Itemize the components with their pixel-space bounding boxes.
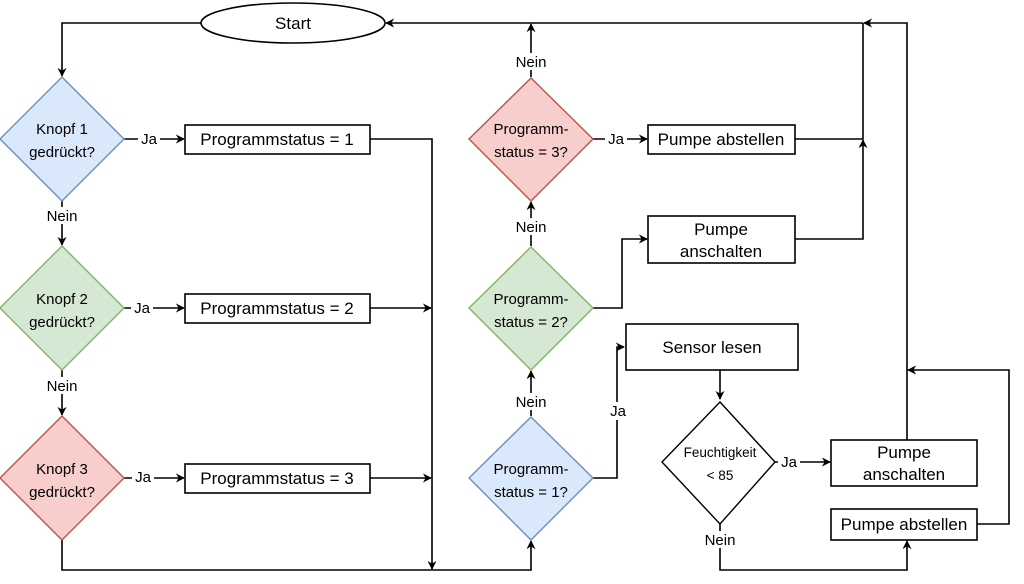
edge-pump-off-bottom-return bbox=[907, 365, 1010, 525]
set-status-1-box[interactable]: Programmstatus = 1 bbox=[184, 124, 371, 155]
sensor-read-label: Sensor lesen bbox=[662, 338, 761, 357]
knopf3-line1: Knopf 3 bbox=[36, 461, 88, 478]
set-status-1-label: Programmstatus = 1 bbox=[200, 130, 354, 149]
check1-line2: status = 1? bbox=[494, 484, 568, 501]
edge-pump-on-mid-return bbox=[795, 139, 868, 240]
check3-line1: Programm- bbox=[493, 121, 568, 138]
set-status-2-label: Programmstatus = 2 bbox=[200, 299, 354, 318]
check3-no-label: Nein bbox=[516, 54, 547, 71]
check2-line2: status = 2? bbox=[494, 314, 568, 331]
pump-on-bottom-line1: Pumpe bbox=[877, 443, 931, 462]
pump-off-top-label: Pumpe abstellen bbox=[658, 130, 785, 149]
pump-off-top-box[interactable]: Pumpe abstellen bbox=[647, 124, 796, 155]
check1-line1: Programm- bbox=[493, 461, 568, 478]
knopf2-line2: gedrückt? bbox=[29, 314, 95, 331]
pump-on-mid-line1: Pumpe bbox=[694, 220, 748, 239]
pump-on-bottom-line2: anschalten bbox=[863, 465, 945, 484]
check-status-1-decision[interactable]: Programm- status = 1? bbox=[468, 416, 594, 541]
set-status-2-box[interactable]: Programmstatus = 2 bbox=[184, 293, 371, 324]
check1-no-label: Nein bbox=[516, 394, 547, 411]
knopf2-line1: Knopf 2 bbox=[36, 291, 88, 308]
knopf3-yes-label: Ja bbox=[135, 469, 152, 486]
knopf2-decision[interactable]: Knopf 2 gedrückt? bbox=[0, 245, 125, 371]
pump-off-bottom-box[interactable]: Pumpe abstellen bbox=[830, 508, 978, 541]
knopf2-yes-label: Ja bbox=[134, 300, 151, 317]
check3-yes-label: Ja bbox=[608, 131, 625, 148]
pump-on-bottom-box[interactable]: Pumpe anschalten bbox=[830, 439, 978, 487]
check-status-2-decision[interactable]: Programm- status = 2? bbox=[468, 246, 594, 371]
edge-check2-to-pump-on bbox=[593, 234, 648, 309]
knopf1-decision[interactable]: Knopf 1 gedrückt? bbox=[0, 76, 125, 202]
check3-line2: status = 3? bbox=[494, 144, 568, 161]
knopf3-line2: gedrückt? bbox=[29, 484, 95, 501]
check1-yes-label: Ja bbox=[610, 403, 627, 420]
edge-knopf3-nein-to-check1 bbox=[61, 540, 536, 571]
knopf1-line1: Knopf 1 bbox=[36, 121, 88, 138]
humidity-line1: Feuchtigkeit bbox=[684, 445, 757, 460]
knopf1-yes-label: Ja bbox=[141, 131, 158, 148]
pump-on-mid-line2: anschalten bbox=[680, 242, 762, 261]
check2-no-label: Nein bbox=[516, 219, 547, 236]
edge-pump-on-bottom-return bbox=[863, 18, 908, 440]
check-status-3-decision[interactable]: Programm- status = 3? bbox=[468, 77, 594, 202]
pump-off-bottom-label: Pumpe abstellen bbox=[841, 515, 968, 534]
set-status-3-label: Programmstatus = 3 bbox=[200, 469, 354, 488]
humidity-yes-label: Ja bbox=[781, 454, 798, 471]
edge-set1-collector bbox=[370, 138, 437, 570]
knopf1-no-label: Nein bbox=[47, 208, 78, 225]
edge-labels: Ja Ja Ja Ja Ja Ja Nein Nein Nein Nein Ne… bbox=[42, 53, 800, 549]
sensor-read-box[interactable]: Sensor lesen bbox=[625, 323, 799, 371]
humidity-line2: < 85 bbox=[707, 468, 734, 483]
edge-pump-off-top-return bbox=[795, 23, 864, 140]
humidity-no-label: Nein bbox=[705, 532, 736, 549]
set-status-3-box[interactable]: Programmstatus = 3 bbox=[184, 463, 371, 494]
knopf3-decision[interactable]: Knopf 3 gedrückt? bbox=[0, 415, 125, 541]
knopf2-no-label: Nein bbox=[47, 378, 78, 395]
knopf1-line2: gedrückt? bbox=[29, 144, 95, 161]
edge-start-to-knopf1 bbox=[57, 22, 201, 77]
start-label: Start bbox=[275, 14, 311, 33]
pump-on-mid-box[interactable]: Pumpe anschalten bbox=[647, 215, 796, 264]
humidity-decision[interactable]: Feuchtigkeit < 85 bbox=[661, 400, 776, 526]
check2-line1: Programm- bbox=[493, 291, 568, 308]
start-node[interactable]: Start bbox=[200, 2, 386, 44]
